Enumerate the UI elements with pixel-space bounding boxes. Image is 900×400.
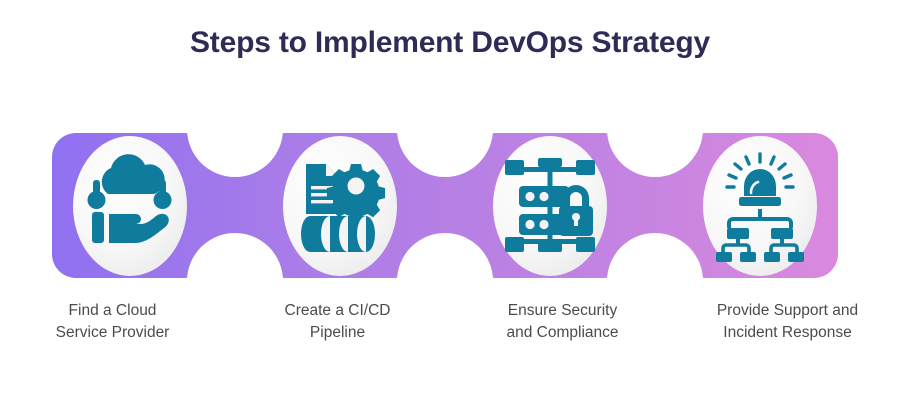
alarm-siren-org-chart-icon <box>716 152 804 262</box>
document-gear-database-icon <box>301 164 386 252</box>
cloud-in-hand-icon <box>87 154 172 243</box>
step-2-caption: Create a CI/CD Pipeline <box>284 302 391 341</box>
network-lock-icon <box>505 158 595 252</box>
step-4-caption: Provide Support and Incident Response <box>716 302 859 341</box>
step-3-caption: Ensure Security and Compliance <box>506 302 619 341</box>
step-node-4[interactable] <box>703 136 817 276</box>
process-flow-band <box>0 120 900 290</box>
step-captions: Find a Cloud Service Provider Create a C… <box>0 300 900 370</box>
step-1-caption: Find a Cloud Service Provider <box>55 302 170 341</box>
flow-diagram <box>0 120 900 290</box>
step-node-2[interactable] <box>283 136 397 276</box>
page-title: Steps to Implement DevOps Strategy <box>189 26 710 59</box>
step-node-1[interactable] <box>73 136 187 276</box>
step-node-3[interactable] <box>493 136 607 276</box>
